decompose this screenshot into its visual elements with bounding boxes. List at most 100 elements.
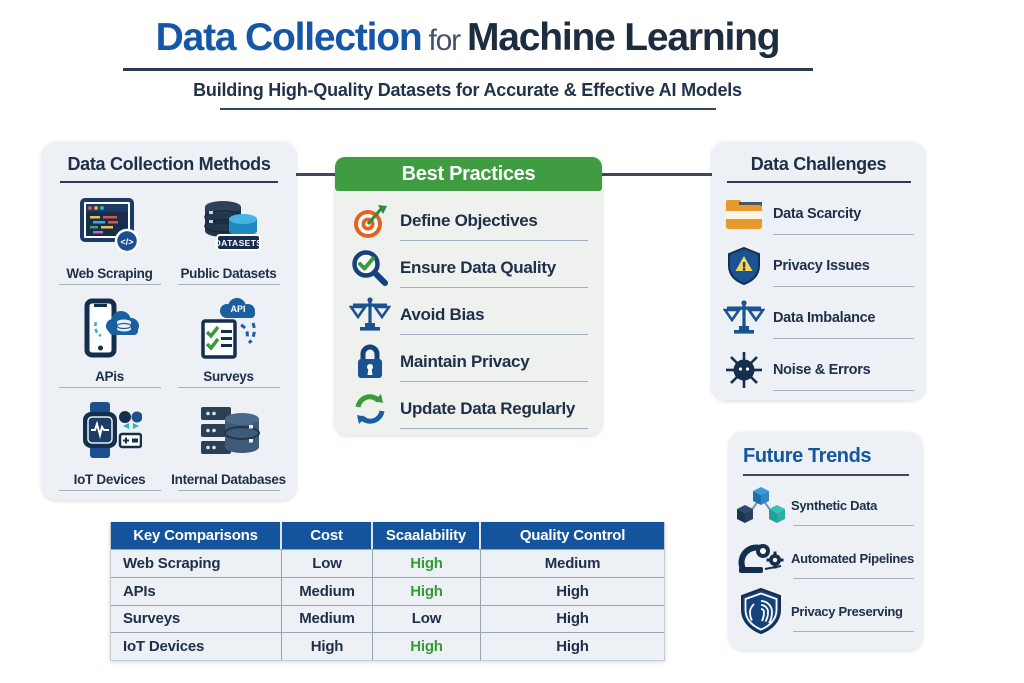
- method-label: Internal Databases: [171, 472, 286, 487]
- challenge-label: Data Scarcity: [773, 206, 861, 222]
- row-cost: Medium: [282, 577, 373, 605]
- challenge-privacy-issues: Privacy Issues: [723, 240, 915, 292]
- subtitle: Building High-Quality Datasets for Accur…: [193, 80, 742, 100]
- row-quality: High: [556, 610, 589, 628]
- method-label-underline: [177, 284, 280, 285]
- practice-label: Define Objectives: [400, 210, 538, 230]
- row-quality: High: [556, 582, 589, 600]
- table-row: IoT Devices High High High: [111, 632, 664, 661]
- row-method: Web Scraping: [111, 550, 282, 577]
- trends-panel-title: Future Trends: [743, 445, 872, 467]
- methods-title-underline: [60, 181, 278, 183]
- practice-update-data-regularly: Update Data Regularly: [349, 385, 588, 432]
- method-label: APis: [95, 369, 124, 384]
- method-label-underline: [58, 490, 161, 491]
- practice-label: Ensure Data Quality: [400, 257, 556, 277]
- refresh-arrows-icon: [349, 390, 391, 428]
- balance-scale-icon: [723, 299, 765, 337]
- challenge-data-imbalance: Data Imbalance: [723, 292, 915, 344]
- row-scalability: High: [373, 577, 481, 605]
- cubes-icon: [736, 485, 786, 527]
- method-label: Public Datasets: [180, 266, 277, 281]
- method-label-underline: [177, 490, 280, 491]
- challenge-label: Privacy Issues: [773, 258, 870, 274]
- row-scalability: High: [373, 550, 481, 577]
- column-header-quality-control: Quality Control: [519, 527, 626, 544]
- row-cost: Low: [282, 550, 373, 577]
- shield-warning-icon: [723, 246, 765, 286]
- practice-label: Avoid Bias: [400, 304, 485, 324]
- svg-text:API: API: [230, 304, 245, 314]
- table-header-row: Key Comparisons Cost Scaalability Qualit…: [111, 522, 664, 549]
- practice-maintain-privacy: Maintain Privacy: [349, 338, 588, 385]
- svg-text:</>: </>: [120, 237, 133, 247]
- row-method: APIs: [111, 577, 282, 605]
- internal-databases-icon: [197, 391, 261, 471]
- row-cost: High: [282, 633, 373, 661]
- method-label: Surveys: [203, 369, 254, 384]
- method-label: Web Scraping: [66, 266, 153, 281]
- table-row: Surveys Medium Low High: [111, 604, 664, 633]
- future-trends-panel: Future Trends: [729, 432, 922, 650]
- column-header-cost: Cost: [282, 522, 373, 549]
- method-label-underline: [177, 387, 280, 388]
- practice-avoid-bias: Avoid Bias: [349, 291, 588, 338]
- padlock-icon: [349, 343, 391, 381]
- trend-synthetic-data: Synthetic Data: [736, 479, 916, 532]
- methods-grid: </> Web Scraping: [42, 183, 296, 494]
- robot-arm-gear-icon: [736, 539, 786, 579]
- trend-label: Automated Pipelines: [791, 551, 914, 566]
- row-cost: Medium: [282, 605, 373, 633]
- method-item-surveys: API Surveys: [169, 288, 288, 391]
- row-scalability: Low: [373, 605, 481, 633]
- row-quality: Medium: [544, 554, 601, 572]
- best-practices-panel: Best Practices Define Objectives: [335, 157, 602, 435]
- method-item-apis: APis: [50, 288, 169, 391]
- connector-line-left: [296, 173, 335, 176]
- title-part-for: for: [428, 24, 462, 57]
- challenges-title-underline: [726, 181, 911, 183]
- row-method: Surveys: [111, 605, 282, 633]
- trend-automated-pipelines: Automated Pipelines: [736, 532, 916, 585]
- row-method: IoT Devices: [111, 633, 282, 661]
- practice-label: Update Data Regularly: [400, 398, 576, 418]
- target-icon: [349, 201, 391, 241]
- method-item-public-datasets: DATASETS Public Datasets: [169, 185, 288, 288]
- web-scraping-icon: </>: [79, 185, 141, 265]
- row-scalability: High: [373, 633, 481, 661]
- trend-privacy-preserving: Privacy Preserving: [736, 585, 916, 638]
- practice-define-objectives: Define Objectives: [349, 197, 588, 244]
- methods-panel: Data Collection Methods </>: [42, 142, 296, 500]
- practice-label: Maintain Privacy: [400, 351, 530, 371]
- method-item-iot-devices: IoT Devices: [50, 391, 169, 494]
- comparison-table: Key Comparisons Cost Scaalability Qualit…: [110, 522, 665, 662]
- row-quality: High: [556, 638, 589, 656]
- title-part-navy: Machine Learning: [466, 16, 781, 59]
- api-phone-icon: [79, 288, 141, 368]
- svg-text:DATASETS: DATASETS: [214, 238, 260, 248]
- trend-label: Synthetic Data: [791, 498, 878, 513]
- method-item-internal-databases: Internal Databases: [169, 391, 288, 494]
- method-label-underline: [58, 284, 161, 285]
- challenge-data-scarcity: Data Scarcity: [723, 188, 915, 240]
- best-practices-list: Define Objectives Ensure Data Quality: [335, 191, 602, 432]
- table-row: APIs Medium High High: [111, 576, 664, 605]
- challenges-list: Data Scarcity Privacy Issues: [712, 183, 925, 396]
- best-practices-header: Best Practices: [335, 157, 602, 191]
- column-header-scalability: Scaalability: [373, 522, 481, 549]
- table-row: Web Scraping Low High Medium: [111, 549, 664, 577]
- iot-devices-icon: [78, 391, 142, 471]
- practice-ensure-data-quality: Ensure Data Quality: [349, 244, 588, 291]
- balance-scale-icon: [349, 296, 391, 334]
- subtitle-underline: [219, 108, 716, 110]
- method-label-underline: [58, 387, 161, 388]
- method-item-web-scraping: </> Web Scraping: [50, 185, 169, 288]
- best-practices-title: Best Practices: [401, 162, 536, 185]
- challenge-label: Noise & Errors: [773, 362, 871, 378]
- connector-line-right: [602, 173, 712, 176]
- title-part-blue: Data Collection: [155, 16, 423, 59]
- trends-title-underline: [743, 474, 909, 476]
- data-challenges-panel: Data Challenges Data Scarcity: [712, 142, 925, 400]
